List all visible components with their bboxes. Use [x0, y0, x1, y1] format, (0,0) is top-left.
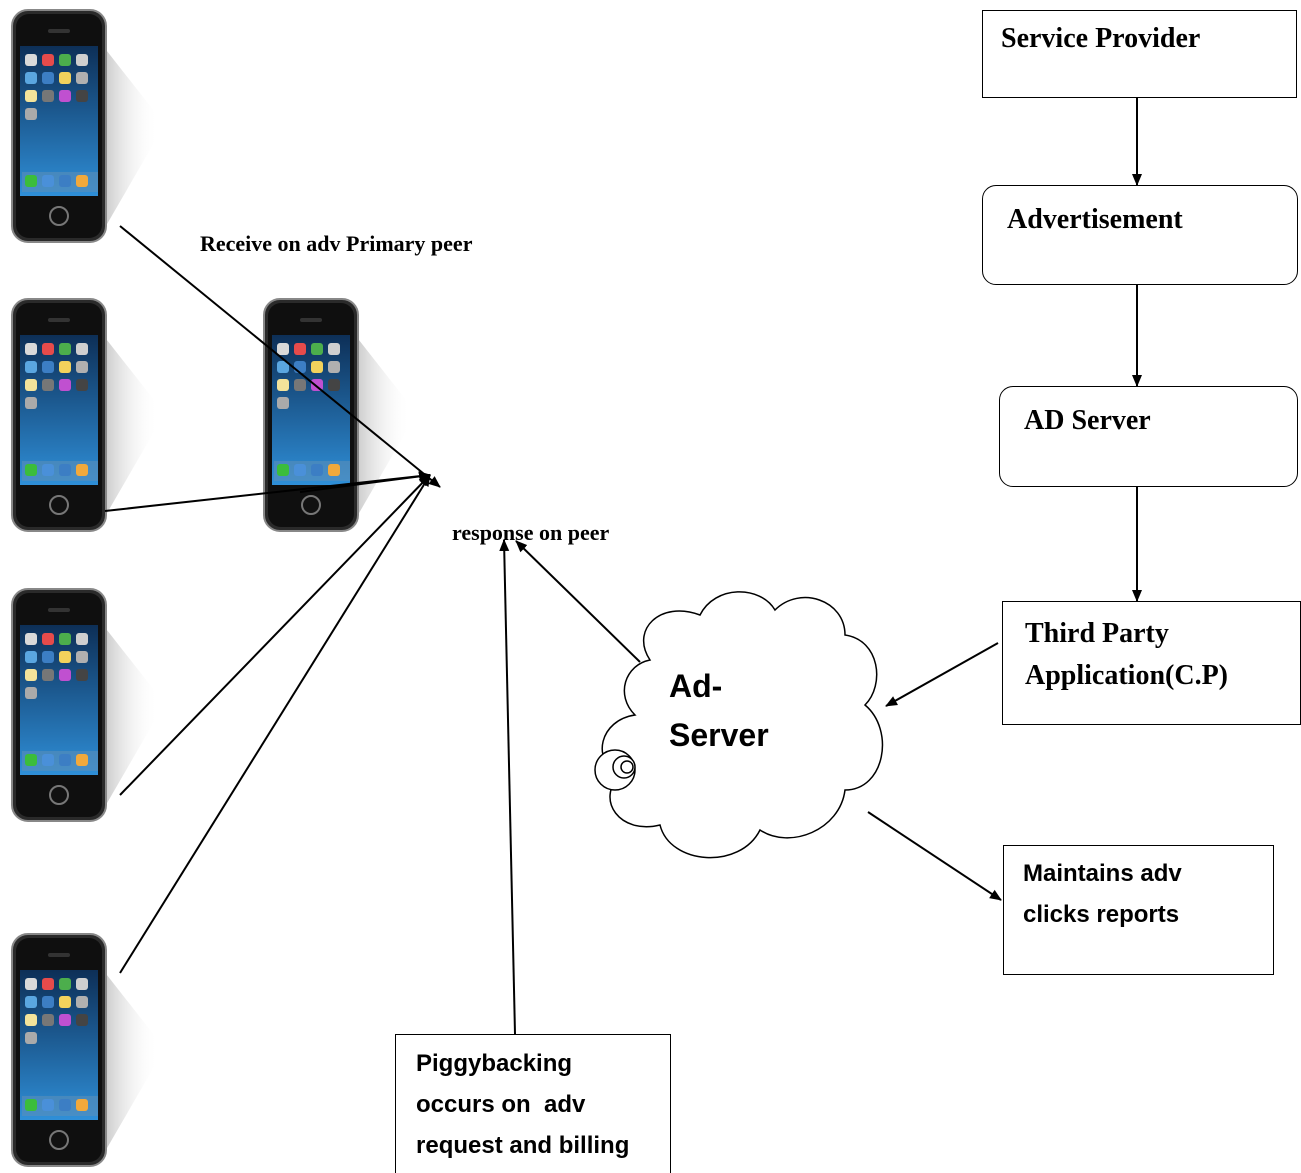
arrow-primary-to-peer — [299, 471, 431, 493]
maintains-line2: clicks reports — [1023, 901, 1180, 928]
piggyback-line1: Piggybacking — [416, 1050, 573, 1077]
box-service-provider: Service Provider — [982, 10, 1297, 98]
arrow-cloud-to-response — [515, 540, 641, 663]
piggyback-line3: request and billing — [416, 1132, 630, 1159]
box-advertisement: Advertisement — [982, 185, 1298, 285]
maintains-line1: Maintains adv — [1023, 860, 1182, 887]
phone-1 — [11, 9, 159, 243]
response-label: response on peer — [452, 520, 610, 545]
ad-server-label: AD Server — [1024, 405, 1151, 436]
receive-label: Receive on adv Primary peer — [200, 231, 473, 256]
piggyback-line2: occurs on adv — [416, 1091, 586, 1118]
phone-3 — [11, 588, 159, 822]
cloud-label-line1: Ad- — [669, 668, 723, 704]
phone-primary-peer — [263, 298, 411, 532]
arrow-phone4-to-peer — [119, 474, 431, 974]
box-ad-server: AD Server — [999, 386, 1298, 487]
service-provider-label: Service Provider — [1001, 23, 1201, 54]
box-maintains-reports: Maintains adv clicks reports — [1003, 845, 1274, 975]
ad-server-cloud — [594, 591, 884, 859]
third-party-line2: Application(C.P) — [1025, 660, 1228, 691]
arrow-phone2-to-peer — [104, 471, 431, 512]
arrow-phone1-to-peer — [119, 225, 441, 488]
arrow-cloud-to-maintains — [867, 811, 1002, 901]
third-party-line1: Third Party — [1025, 618, 1169, 649]
arrow-thirdparty-to-cloud — [885, 642, 999, 707]
phone-2 — [11, 298, 159, 532]
advertisement-label: Advertisement — [1007, 204, 1183, 235]
box-piggybacking: Piggybacking occurs on adv request and b… — [395, 1034, 671, 1173]
box-third-party: Third Party Application(C.P) — [1002, 601, 1301, 725]
cloud-label-line2: Server — [669, 717, 769, 753]
arrow-phone3-to-peer — [119, 474, 431, 796]
phone-4 — [11, 933, 159, 1167]
arrow-piggyback-to-response — [499, 539, 516, 1035]
